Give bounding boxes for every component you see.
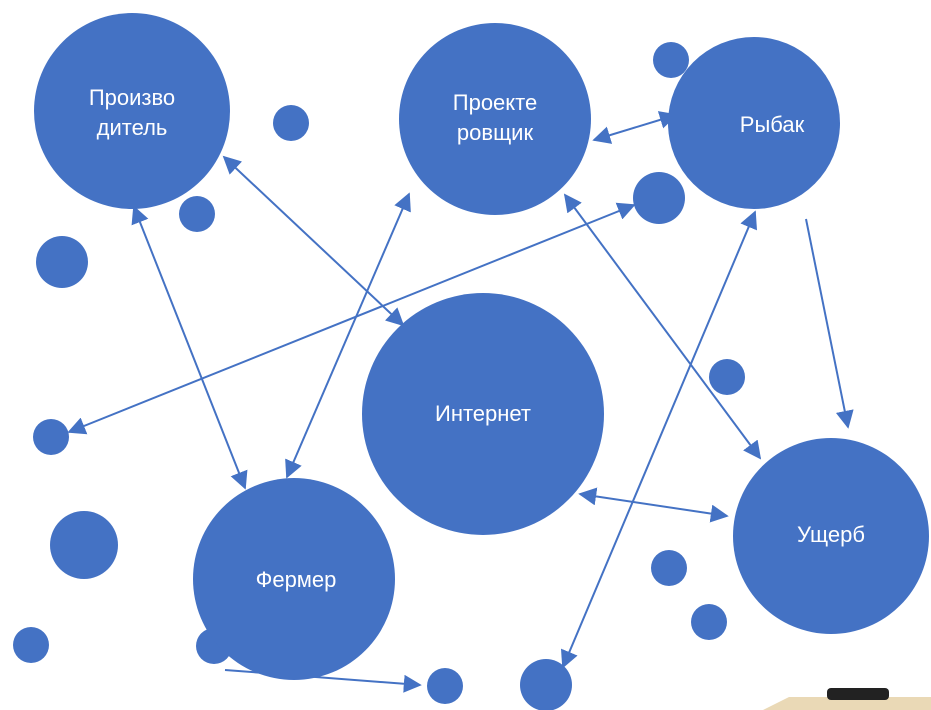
arrow-fisherman-dot [561,210,757,669]
arrow-internet-damage [578,487,729,523]
dot [273,105,309,141]
endpoint-dot [520,659,572,710]
node-fisherman [668,37,840,209]
endpoint-dot [33,419,69,455]
node-damage [733,438,929,634]
node-farmer [193,478,395,680]
dot [36,236,88,288]
dot [50,511,118,579]
arrow-dot-dot [67,202,636,435]
arrow-producer-internet [222,155,405,327]
dot [651,550,687,586]
endpoint-dot [633,172,685,224]
dot [691,604,727,640]
arrows [67,111,854,693]
corner-device [827,688,889,700]
corner-surface [763,697,931,710]
dot [653,42,689,78]
node-internet [362,293,604,535]
main-nodes [34,13,929,680]
dot [179,196,215,232]
endpoint-dot [427,668,463,704]
node-designer [399,23,591,215]
dot [13,627,49,663]
arrow-designer-fisherman [592,111,678,144]
arrow-farmer-dot [224,669,422,693]
corner-object [763,688,931,710]
arrow-fisherman-damage [805,218,854,429]
arrow-producer-farmer [131,205,248,490]
dot [709,359,745,395]
node-producer [34,13,230,209]
